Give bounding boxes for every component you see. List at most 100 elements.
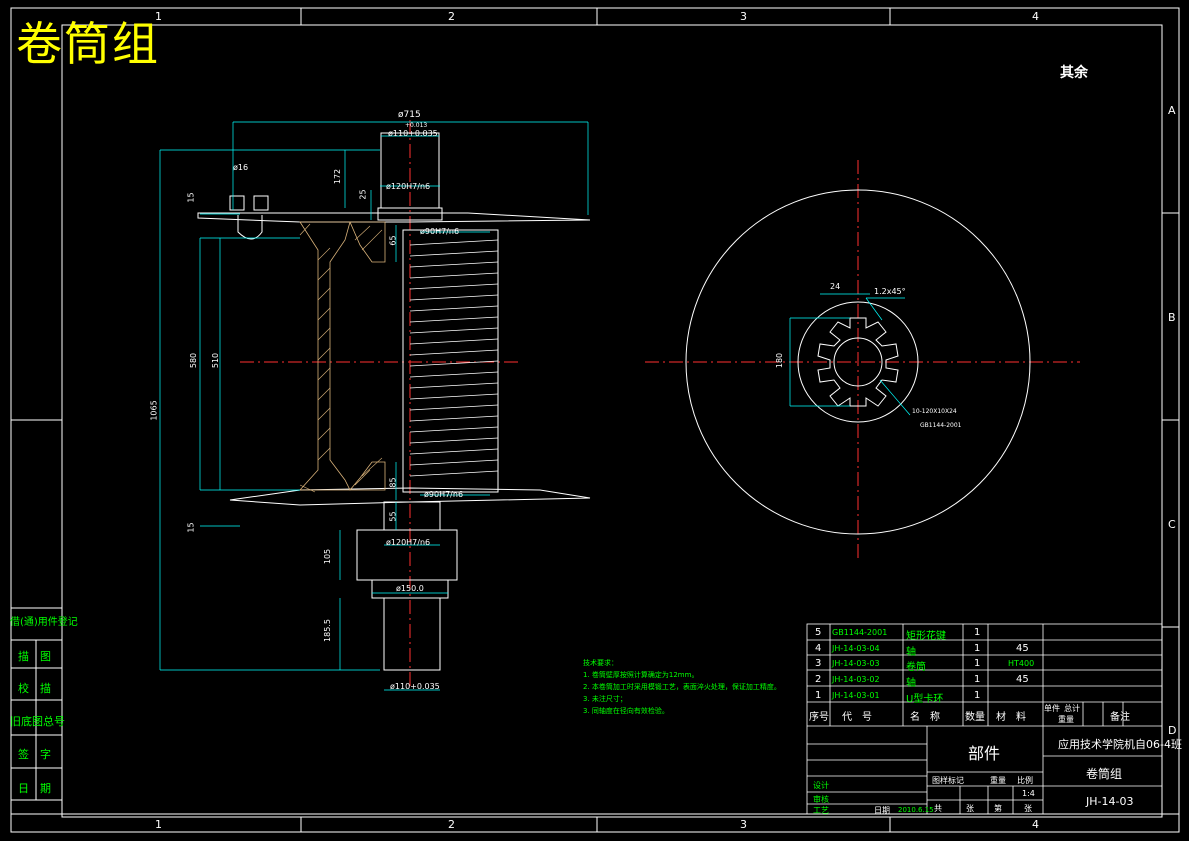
tb-sheet-label-2: 张 <box>1024 804 1032 813</box>
dim-d110-bottom: ø110+0.035 <box>390 682 440 691</box>
bom-name: U型卡环 <box>906 694 944 705</box>
drawing-frame <box>10 7 1180 833</box>
grid-row-a: A <box>1168 104 1176 117</box>
dim-580: 580 <box>189 352 199 369</box>
sidebar-item: 借(通)用件登记 <box>10 617 78 628</box>
grid-col-4-bottom: 4 <box>1032 818 1039 831</box>
notes-heading: 技术要求： <box>583 659 618 667</box>
dim-d90-top: ø90H7/n6 <box>420 227 460 236</box>
bom-qty: 1 <box>974 674 981 685</box>
dim-d120-bottom: ø120H7/n6 <box>386 538 431 547</box>
bom-header-remark: 备注 <box>1110 712 1130 723</box>
dim-15-top: 15 <box>186 192 196 203</box>
tb-no-label: 第 <box>994 804 1002 813</box>
grid-col-2: 2 <box>448 10 455 23</box>
grid-col-2-bottom: 2 <box>448 818 455 831</box>
dim-172: 172 <box>333 168 343 185</box>
bom-material: 45 <box>1016 674 1029 685</box>
bom-qty: 1 <box>974 658 981 669</box>
grid-row-b: B <box>1168 311 1176 324</box>
dim-55: 55 <box>388 511 398 522</box>
tb-check-label: 审核 <box>813 795 829 804</box>
note-line: 1. 卷筒壁厚按照计算确定为12mm。 <box>583 671 699 679</box>
sidebar-item: 描 图 <box>18 650 51 663</box>
bom-header-name: 名 称 <box>910 712 940 723</box>
tb-sheet-label: 张 <box>966 804 974 813</box>
dim-chamfer: 1.2x45° <box>874 287 906 296</box>
tb-code: JH-14-03 <box>1086 795 1134 808</box>
bom-code: GB1144-2001 <box>832 628 888 637</box>
bom-header-no: 序号 <box>809 712 829 723</box>
dim-1065: 1065 <box>149 400 159 421</box>
tb-ratio-label: 比例 <box>1017 776 1033 785</box>
sidebar-item: 签 字 <box>18 748 51 761</box>
bom-qty: 1 <box>974 690 981 701</box>
roughness-note: 其余 <box>1060 65 1088 81</box>
dim-d110-top-tol: +0.013 <box>405 122 428 129</box>
tb-part: 部件 <box>968 744 1001 763</box>
dim-d110-top: ø110+0.035 <box>388 129 438 138</box>
spline-label: 10-120X10X24 <box>912 408 957 415</box>
technical-notes: 技术要求： 1. 卷筒壁厚按照计算确定为12mm。 2. 本卷筒加工时采用模锻工… <box>583 657 781 717</box>
bom-header-qty: 数量 <box>965 712 985 723</box>
bom-name: 矩形花键 <box>906 631 946 642</box>
note-line: 3. 未注尺寸； <box>583 695 627 703</box>
sidebar-item: 日 期 <box>18 782 51 795</box>
dim-105: 105 <box>323 548 333 565</box>
title-block-grid <box>806 623 1163 815</box>
tb-scale: 1:4 <box>1022 789 1035 798</box>
bom-material: HT400 <box>1008 659 1035 668</box>
tb-total-label: 共 <box>934 804 942 813</box>
tb-school: 应用技术学院机自06-4班 <box>1058 738 1182 751</box>
grid-col-4: 4 <box>1032 10 1039 23</box>
dim-d90-bottom: ø90H7/n6 <box>424 490 464 499</box>
dim-25: 25 <box>358 189 368 200</box>
grid-col-3-bottom: 3 <box>740 818 747 831</box>
bom-no: 3 <box>815 658 822 669</box>
note-line: 2. 本卷筒加工时采用模锻工艺，表面淬火处理，保证加工精度。 <box>583 683 781 691</box>
sidebar-item: 旧底图总号 <box>10 715 65 728</box>
bom-code: JH-14-03-03 <box>832 659 880 668</box>
bom-code: JH-14-03-04 <box>832 644 880 653</box>
dimension-lines <box>159 121 589 691</box>
bom-code: JH-14-03-02 <box>832 675 880 684</box>
bom-name: 轴 <box>906 678 916 689</box>
dim-15-bottom: 15 <box>186 522 196 533</box>
sidebar-item: 校 描 <box>18 682 51 695</box>
dim-d16: ø16 <box>233 163 249 172</box>
grid-col-1: 1 <box>155 10 162 23</box>
side-view <box>645 160 1080 560</box>
grid-row-c: C <box>1168 518 1176 531</box>
drawing-title: 卷筒组 <box>16 17 160 71</box>
bom-name: 轴 <box>906 647 916 658</box>
bom-header-weight: 重量 <box>1058 715 1074 724</box>
tb-date: 2010.6.15 <box>898 806 934 814</box>
bom-no: 5 <box>815 627 822 638</box>
dim-185: 185.5 <box>322 619 332 642</box>
spline-standard: GB1144-2001 <box>920 422 962 429</box>
bom-header-unit: 单件 <box>1044 704 1060 713</box>
bom-no: 4 <box>815 643 822 654</box>
dim-65: 65 <box>388 235 398 246</box>
section-view <box>197 120 591 690</box>
bom-no: 2 <box>815 674 822 685</box>
bom-name: 卷筒 <box>906 662 926 673</box>
bom-qty: 1 <box>974 627 981 638</box>
tb-date-label: 日期 <box>874 806 890 815</box>
grid-col-3: 3 <box>740 10 747 23</box>
tb-weight-label: 重量 <box>990 776 1006 785</box>
bom-header-total: 总计 <box>1064 704 1080 713</box>
dim-d150: ø150.0 <box>396 584 424 593</box>
grid-col-1-bottom: 1 <box>155 818 162 831</box>
tb-design-label: 设计 <box>813 781 829 790</box>
bom-no: 1 <box>815 690 822 701</box>
bom-header-material: 材 料 <box>996 712 1026 723</box>
bom-qty: 1 <box>974 643 981 654</box>
bom-header-code: 代 号 <box>842 712 872 723</box>
dim-510: 510 <box>211 352 221 369</box>
dim-d715: ø715 <box>398 110 421 120</box>
tb-stage-label: 图样标记 <box>932 776 964 785</box>
bom-material: 45 <box>1016 643 1029 654</box>
dim-180: 180 <box>775 352 785 369</box>
